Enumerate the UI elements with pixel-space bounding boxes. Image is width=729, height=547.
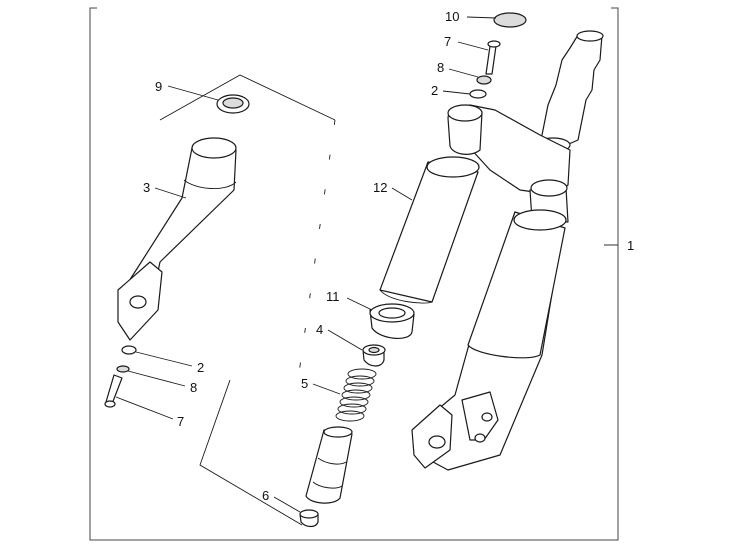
clamp-left-boss-top <box>447 104 483 122</box>
callout-7-top: 7 <box>444 34 451 49</box>
seal-inner <box>222 97 244 109</box>
leader-7-top <box>457 41 489 51</box>
callout-2-top: 2 <box>431 83 438 98</box>
spring-coil <box>343 382 373 394</box>
right-fork-slider-top <box>513 209 567 231</box>
bolt-part-7-top <box>485 40 501 75</box>
damper-ring <box>317 457 347 465</box>
callout-8-bottom: 8 <box>190 380 197 395</box>
spacer-part-4 <box>362 344 386 367</box>
axle-hole <box>428 435 446 449</box>
subassembly-boundary-right <box>297 119 336 381</box>
leader-10 <box>466 16 497 19</box>
spring-coil <box>335 410 365 422</box>
washer-part-2-bottom <box>121 345 137 355</box>
caliper-mount-hole-2 <box>474 433 486 443</box>
leader-5 <box>312 383 341 395</box>
right-stanchion-cap <box>530 179 568 197</box>
spring-coil <box>337 403 367 415</box>
caliper-mount-hole-1 <box>481 412 493 422</box>
leader-8-bottom <box>127 370 186 387</box>
stem-top-ring <box>576 30 604 42</box>
right-fork-slider <box>467 211 566 359</box>
left-leg-top <box>191 137 237 159</box>
spring-coil <box>341 389 371 401</box>
spring-coil <box>339 396 369 408</box>
callout-7-bottom: 7 <box>177 414 184 429</box>
axle-boss <box>411 404 453 469</box>
spring-coil <box>347 368 377 380</box>
leader-2-top <box>442 90 471 95</box>
left-leg-axle-hole <box>129 295 147 309</box>
spacer-bore <box>368 346 380 354</box>
tube-body <box>379 161 479 303</box>
leader-9 <box>167 85 219 101</box>
bolt-head <box>104 400 116 408</box>
bolt-head <box>487 40 501 48</box>
caliper-mount <box>461 391 499 441</box>
washer-part-8-bottom <box>116 365 130 373</box>
callout-4: 4 <box>316 322 323 337</box>
tube-part-12 <box>379 156 480 304</box>
damper-sleeve <box>305 426 353 504</box>
bolt-shank <box>105 374 123 405</box>
seal-part-9 <box>216 94 250 114</box>
top-cap-part-10 <box>493 12 527 28</box>
callout-3: 3 <box>143 180 150 195</box>
callout-12: 12 <box>373 180 387 195</box>
tube-bottom-edge <box>379 289 433 304</box>
leader-6 <box>273 496 301 513</box>
callout-5: 5 <box>301 376 308 391</box>
cap-top <box>299 509 319 519</box>
damper-ring <box>312 481 343 489</box>
spring-part-5 <box>335 368 377 422</box>
subassembly-boundary-lower <box>199 379 303 526</box>
leader-12 <box>391 187 413 201</box>
callout-10: 10 <box>445 9 459 24</box>
callout-6: 6 <box>262 488 269 503</box>
leader-7-bottom <box>115 396 174 420</box>
callout-1: 1 <box>627 238 634 253</box>
steering-stem <box>539 34 603 151</box>
damper-body <box>305 429 353 504</box>
assembly-frame <box>89 7 619 541</box>
fork-assembly-part <box>411 30 604 471</box>
tube-top <box>426 156 480 178</box>
subassembly-boundary-top <box>159 74 336 121</box>
bush-bore <box>378 307 406 319</box>
bolt-part-7-bottom <box>104 374 123 408</box>
top-cap <box>493 12 527 28</box>
leader-2-bottom <box>135 351 193 367</box>
left-fork-leg-part-3 <box>117 137 237 341</box>
cap-part-6 <box>299 509 319 528</box>
spring-coil <box>345 375 375 387</box>
washer-part-2-top <box>469 89 487 99</box>
left-leg-collar <box>183 179 237 189</box>
leader-4 <box>327 329 363 351</box>
callout-11: 11 <box>326 289 340 304</box>
damper-top <box>323 426 353 438</box>
callout-8-top: 8 <box>437 60 444 75</box>
callout-2-bottom: 2 <box>197 360 204 375</box>
callout-9: 9 <box>155 79 162 94</box>
washer-part-8-top <box>476 75 492 85</box>
leader-8-top <box>448 68 479 78</box>
leader-3 <box>154 187 187 199</box>
leader-11 <box>346 297 373 311</box>
bush-part-11 <box>369 303 415 339</box>
